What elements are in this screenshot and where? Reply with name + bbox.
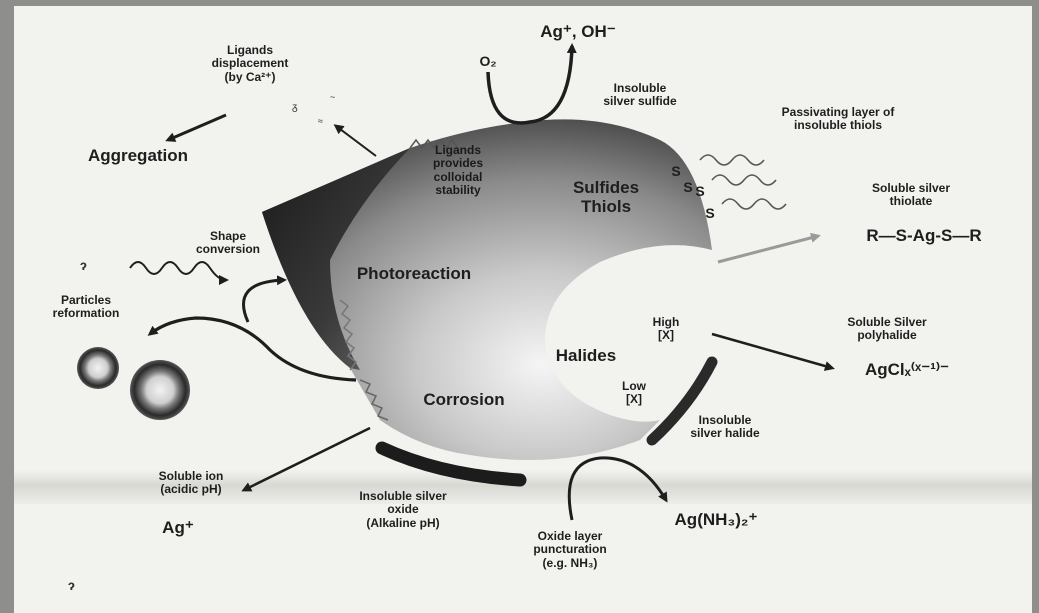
passivating-wave-3	[722, 199, 786, 209]
shape-conversion-label: Shape conversion	[178, 230, 278, 257]
ligands-displacement-label: Ligands displacement (by Ca²⁺)	[198, 44, 302, 84]
o2-label: O₂	[470, 54, 506, 70]
low-x-label: Low [X]	[606, 380, 662, 407]
halides-label: Halides	[546, 346, 626, 365]
ag-nh3-formula: Ag(NH₃)₂⁺	[646, 510, 786, 529]
sulfur-atom-4: S	[702, 206, 718, 222]
soluble-ion-label: Soluble ion (acidic pH)	[138, 470, 244, 497]
agcl-formula: AgClₓ⁽ˣ⁻¹⁾⁻	[852, 360, 962, 379]
corrosion-label: Corrosion	[402, 390, 526, 409]
soluble-ion-arrow	[244, 428, 370, 490]
photoreaction-label: Photoreaction	[326, 264, 502, 283]
large-particle	[130, 360, 190, 420]
sulfur-atom-3: S	[692, 184, 708, 200]
ligands-stability-label: Ligands provides colloidal stability	[418, 144, 498, 198]
ag-oh-label: Ag⁺, OH⁻	[538, 22, 618, 41]
insoluble-silver-oxide-label: Insoluble silver oxide (Alkaline pH)	[340, 490, 466, 530]
soluble-silver-thiolate-label: Soluble silver thiolate	[846, 182, 976, 209]
ag-plus-label: Ag⁺	[146, 518, 210, 537]
passivating-wave-2	[712, 175, 776, 185]
photoreaction-loop-arrow	[244, 280, 285, 322]
stray-mark: ɂ	[80, 257, 87, 273]
particles-reformation-label: Particles reformation	[30, 294, 142, 321]
thiolate-formula: R—S-Ag-S—R	[826, 226, 1022, 245]
insoluble-silver-halide-label: Insoluble silver halide	[672, 414, 778, 441]
shape-conversion-wave	[130, 262, 226, 280]
soluble-silver-polyhalide-label: Soluble Silver polyhalide	[822, 316, 952, 343]
thiolate-arrow	[718, 236, 818, 262]
aggregation-arrow	[168, 115, 226, 140]
sulfur-atom-1: S	[668, 164, 684, 180]
insoluble-silver-sulfide-label: Insoluble silver sulfide	[584, 82, 696, 109]
sulfides-thiols-label: Sulfides Thiols	[548, 178, 664, 216]
passivating-layer-label: Passivating layer of insoluble thiols	[752, 106, 924, 133]
ligand-release-arrow	[336, 126, 376, 156]
ligand-fragment: ~	[330, 92, 335, 102]
high-x-label: High [X]	[638, 316, 694, 343]
small-particle	[77, 347, 119, 389]
oxide-layer-label: Oxide layer puncturation (e.g. NH₃)	[508, 530, 632, 570]
ligand-fragment: ≈	[318, 116, 323, 126]
passivating-wave-1	[700, 155, 764, 165]
polyhalide-arrow	[712, 334, 832, 368]
stray-mark: ɂ	[68, 577, 75, 593]
aggregation-label: Aggregation	[58, 146, 218, 165]
ligand-fragment: ᵹ	[292, 102, 298, 113]
